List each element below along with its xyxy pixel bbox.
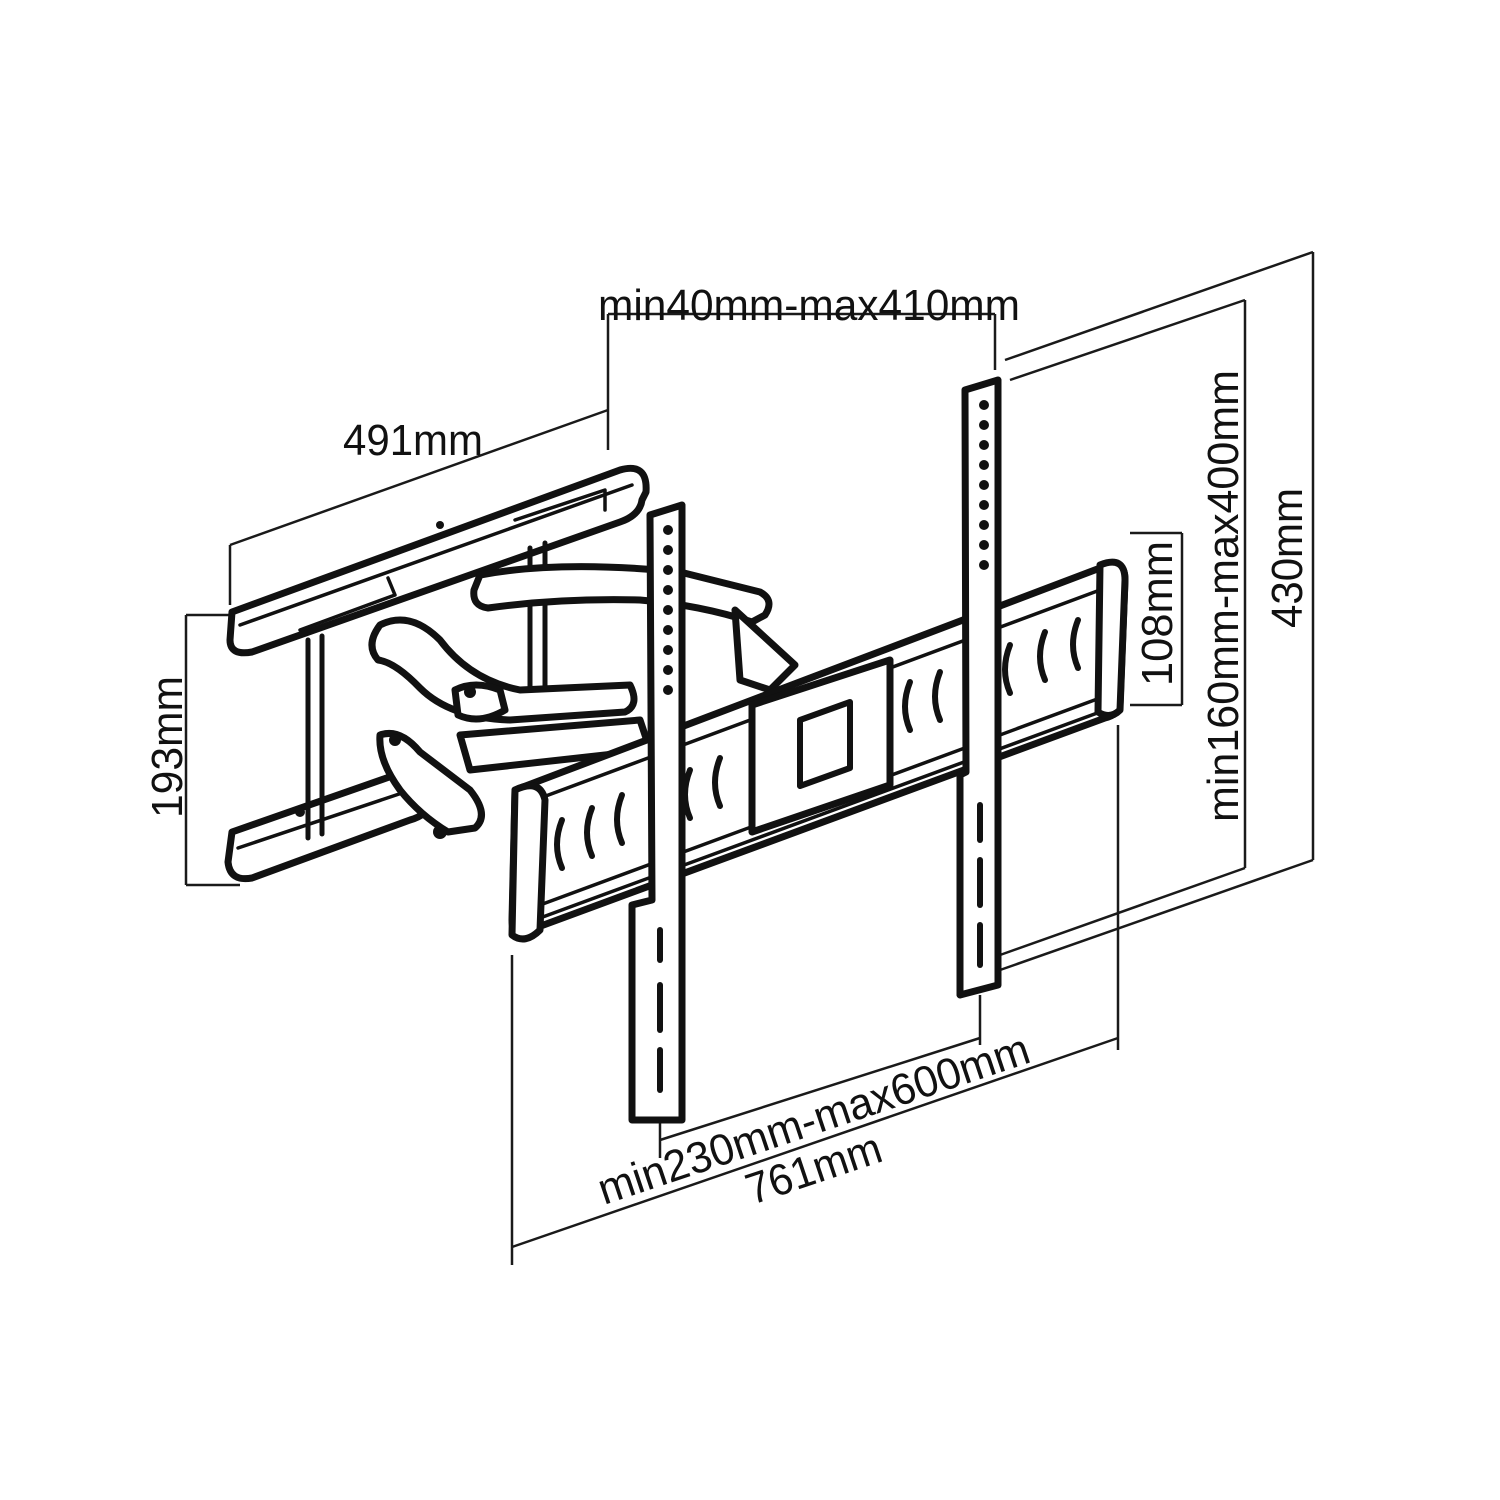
- articulating-arms: [368, 563, 799, 839]
- vertical-hole-range-label: min160mm-max400mm: [1199, 370, 1248, 822]
- total-height-label: 430mm: [1263, 488, 1312, 628]
- right-vertical-bracket: [956, 376, 1002, 999]
- dimension-lines: [184, 250, 1315, 1265]
- wall-plate: [224, 464, 650, 883]
- wall-plate-height-label: 193mm: [143, 676, 192, 818]
- left-vertical-bracket: [628, 501, 686, 1124]
- top-adjust-label: min40mm-max410mm: [598, 281, 1020, 330]
- plate-height-label: 108mm: [1133, 541, 1182, 686]
- arm-length-label: 491mm: [343, 416, 483, 465]
